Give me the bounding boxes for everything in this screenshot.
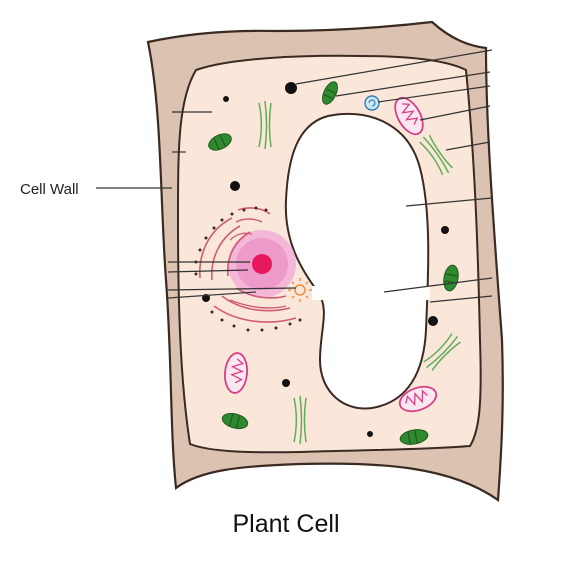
- rough-endoplasmic-reticulum: [199, 207, 297, 323]
- cell-wall-label: Cell Wall: [20, 181, 79, 198]
- nucleolus: [252, 254, 272, 274]
- smooth-er-lines: [229, 299, 287, 309]
- leader-lines-right: [295, 49, 493, 303]
- ribosome-dots: [194, 206, 302, 332]
- vacuole: [284, 112, 430, 410]
- centrosome: [288, 278, 312, 302]
- mitochondria: [224, 96, 438, 413]
- diagram-title: Plant Cell: [232, 510, 340, 538]
- vesicle-spiral: [364, 95, 380, 111]
- er-upper-bands: [229, 218, 263, 241]
- golgi-apparatus: [258, 100, 461, 445]
- ribosome-particles: [202, 82, 449, 437]
- leader-lines-left: [96, 111, 297, 299]
- chloroplasts: [208, 81, 459, 445]
